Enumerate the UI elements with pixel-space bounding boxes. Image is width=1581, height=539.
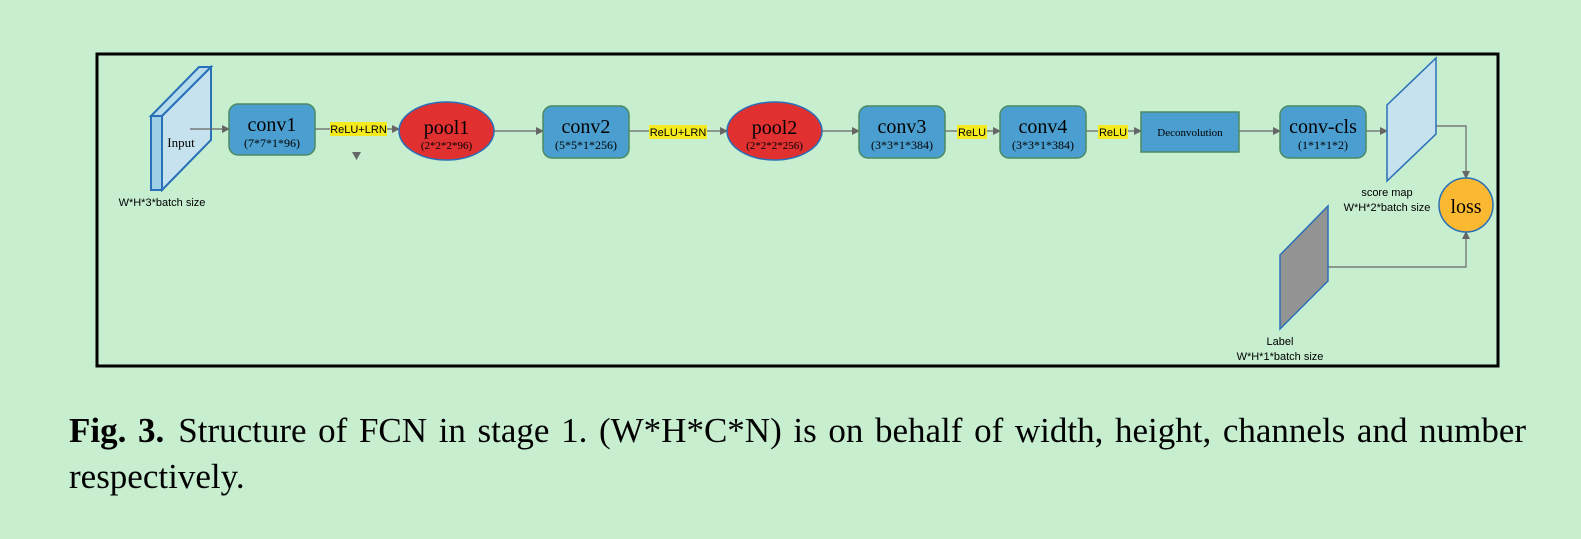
fcn-diagram: Input W*H*3*batch size conv1 (7*7*1*96) … [95, 52, 1500, 368]
small-arrowhead-icon [352, 152, 361, 160]
conv3-box [858, 105, 946, 159]
conv1-box [228, 103, 316, 156]
conv2-name: conv2 [562, 116, 611, 138]
label-plane-size-label: W*H*1*batch size [1237, 351, 1324, 363]
conv4-params: (3*3*1*384) [1012, 138, 1074, 152]
conv3-params: (3*3*1*384) [871, 138, 933, 152]
input-label: Input [167, 135, 195, 150]
act4-label: ReLU [1099, 127, 1127, 139]
label-plane-label: Label [1267, 336, 1294, 348]
conv2-params: (5*5*1*256) [555, 138, 617, 152]
input-size-label: W*H*3*batch size [119, 197, 206, 209]
conv-cls-params: (1*1*1*2) [1298, 138, 1348, 152]
pool2-ellipse [726, 101, 823, 161]
label-plane [1279, 204, 1329, 331]
pool2-params: (2*2*2*256) [746, 140, 803, 152]
pool1-ellipse [398, 101, 495, 161]
conv4-name: conv4 [1019, 116, 1068, 138]
act3-label: ReLU [958, 127, 986, 139]
pool2-name: pool2 [752, 117, 798, 139]
deconvolution-box [1140, 111, 1240, 153]
pool1-name: pool1 [424, 117, 470, 139]
act3-highlight [957, 125, 987, 139]
caption-text: Structure of FCN in stage 1. (W*H*C*N) i… [69, 411, 1527, 496]
diagram-frame [95, 52, 1500, 368]
input-plane [148, 64, 214, 193]
score-map-size-label: W*H*2*batch size [1344, 202, 1431, 214]
loss-circle [1438, 177, 1494, 233]
figure-caption: Fig. 3.Structure of FCN in stage 1. (W*H… [69, 408, 1526, 500]
conv-cls-box [1279, 105, 1367, 159]
conv1-name: conv1 [248, 114, 297, 136]
score-map-label: score map [1361, 187, 1412, 199]
act1-label: ReLU+LRN [330, 124, 387, 136]
connectors [190, 125, 1470, 268]
act4-highlight [1098, 125, 1128, 139]
score-map-plane [1386, 56, 1437, 183]
conv4-box [999, 105, 1087, 159]
figure-number: Fig. 3. [69, 411, 165, 450]
act1-highlight [330, 122, 387, 136]
conv1-params: (7*7*1*96) [244, 136, 300, 150]
conv2-box [542, 105, 630, 159]
conv-cls-name: conv-cls [1289, 116, 1357, 138]
conv3-name: conv3 [878, 116, 927, 138]
act2-highlight [649, 125, 707, 139]
act2-label: ReLU+LRN [650, 127, 707, 139]
deconvolution-label: Deconvolution [1157, 127, 1223, 139]
loss-label: loss [1450, 196, 1481, 218]
pool1-params: (2*2*2*96) [421, 140, 473, 152]
